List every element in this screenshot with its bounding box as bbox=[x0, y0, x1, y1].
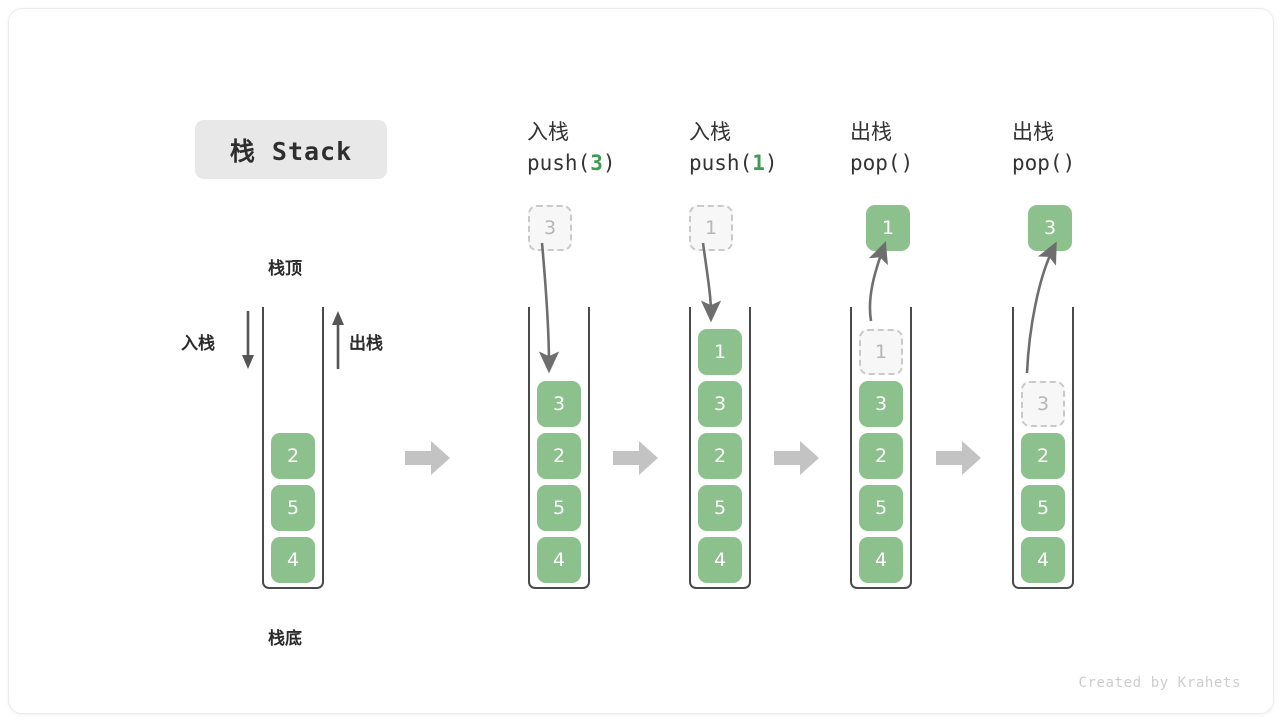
push-curve-arrow-2 bbox=[700, 242, 722, 323]
stack-cell: 1 bbox=[698, 329, 742, 375]
stack-cell: 2 bbox=[271, 433, 315, 479]
stack-cell: 4 bbox=[698, 537, 742, 583]
column-heading-cn: 入栈 bbox=[689, 120, 731, 144]
stack-container-2 bbox=[689, 307, 751, 589]
stack-container-1 bbox=[528, 307, 590, 589]
step-arrow-icon bbox=[613, 439, 659, 477]
stack-cell: 4 bbox=[537, 537, 581, 583]
popped-cell: 3 bbox=[1028, 205, 1072, 251]
stack-cell: 5 bbox=[1021, 485, 1065, 531]
column-heading-code-post: ) bbox=[602, 151, 616, 176]
stack-container-4 bbox=[1012, 307, 1074, 589]
stack-container-0 bbox=[262, 307, 324, 589]
column-heading-code-num: 1 bbox=[752, 151, 765, 176]
watermark-text: Created by Krahets bbox=[1078, 675, 1241, 691]
pop-direction-label: 出栈 bbox=[349, 334, 383, 354]
column-heading-push1: 入栈 push(1) bbox=[689, 117, 778, 179]
stack-cell: 5 bbox=[537, 485, 581, 531]
diagram-title-chip: 栈 Stack bbox=[195, 120, 387, 179]
stack-cell: 4 bbox=[859, 537, 903, 583]
push-down-arrow-icon bbox=[237, 309, 259, 371]
transfer-arrows-layer bbox=[538, 241, 1057, 374]
stack-cell: 4 bbox=[271, 537, 315, 583]
column-heading-push3: 入栈 push(3) bbox=[527, 117, 616, 179]
column-heading-code-pre: push( bbox=[527, 151, 591, 176]
ghost-cell: 1 bbox=[689, 205, 733, 251]
ghost-cell: 3 bbox=[1021, 381, 1065, 427]
stack-cell: 2 bbox=[537, 433, 581, 479]
column-heading-code-pre: push( bbox=[689, 151, 753, 176]
column-heading-pop-3: 出栈 pop() bbox=[1012, 117, 1075, 179]
stack-cell: 2 bbox=[859, 433, 903, 479]
column-heading-code-post: ) bbox=[764, 151, 778, 176]
column-heading-cn: 入栈 bbox=[527, 120, 569, 144]
stack-cell: 2 bbox=[698, 433, 742, 479]
stack-top-label: 栈顶 bbox=[268, 259, 302, 279]
column-heading-cn: 出栈 bbox=[1012, 120, 1054, 144]
column-heading-code-post: ) bbox=[900, 151, 914, 176]
column-heading-code-pre: pop( bbox=[1012, 151, 1063, 176]
stack-cell: 5 bbox=[698, 485, 742, 531]
column-heading-code-pre: pop( bbox=[850, 151, 901, 176]
column-heading-pop-1: 出栈 pop() bbox=[850, 117, 913, 179]
column-heading-code-post: ) bbox=[1062, 151, 1076, 176]
step-arrow-icon bbox=[936, 439, 982, 477]
ghost-cell: 1 bbox=[859, 329, 903, 375]
stack-cell: 2 bbox=[1021, 433, 1065, 479]
popped-cell: 1 bbox=[866, 205, 910, 251]
stack-cell: 3 bbox=[859, 381, 903, 427]
pop-up-arrow-icon bbox=[327, 309, 349, 371]
diagram-title-text: 栈 Stack bbox=[229, 136, 353, 166]
stack-cell: 4 bbox=[1021, 537, 1065, 583]
column-heading-code-num: 3 bbox=[590, 151, 603, 176]
stack-bottom-label: 栈底 bbox=[268, 629, 302, 649]
stack-cell: 3 bbox=[537, 381, 581, 427]
stack-cell: 3 bbox=[698, 381, 742, 427]
step-arrow-icon bbox=[405, 439, 451, 477]
step-arrow-icon bbox=[774, 439, 820, 477]
stack-cell: 5 bbox=[859, 485, 903, 531]
stack-cell: 5 bbox=[271, 485, 315, 531]
ghost-cell: 3 bbox=[528, 205, 572, 251]
push-direction-label: 入栈 bbox=[181, 334, 215, 354]
column-heading-cn: 出栈 bbox=[850, 120, 892, 144]
diagram-card: 栈 Stack 栈顶 入栈 出栈 2 5 4 栈底 入栈 push(3) 3 3… bbox=[8, 8, 1274, 714]
stack-container-3 bbox=[850, 307, 912, 589]
